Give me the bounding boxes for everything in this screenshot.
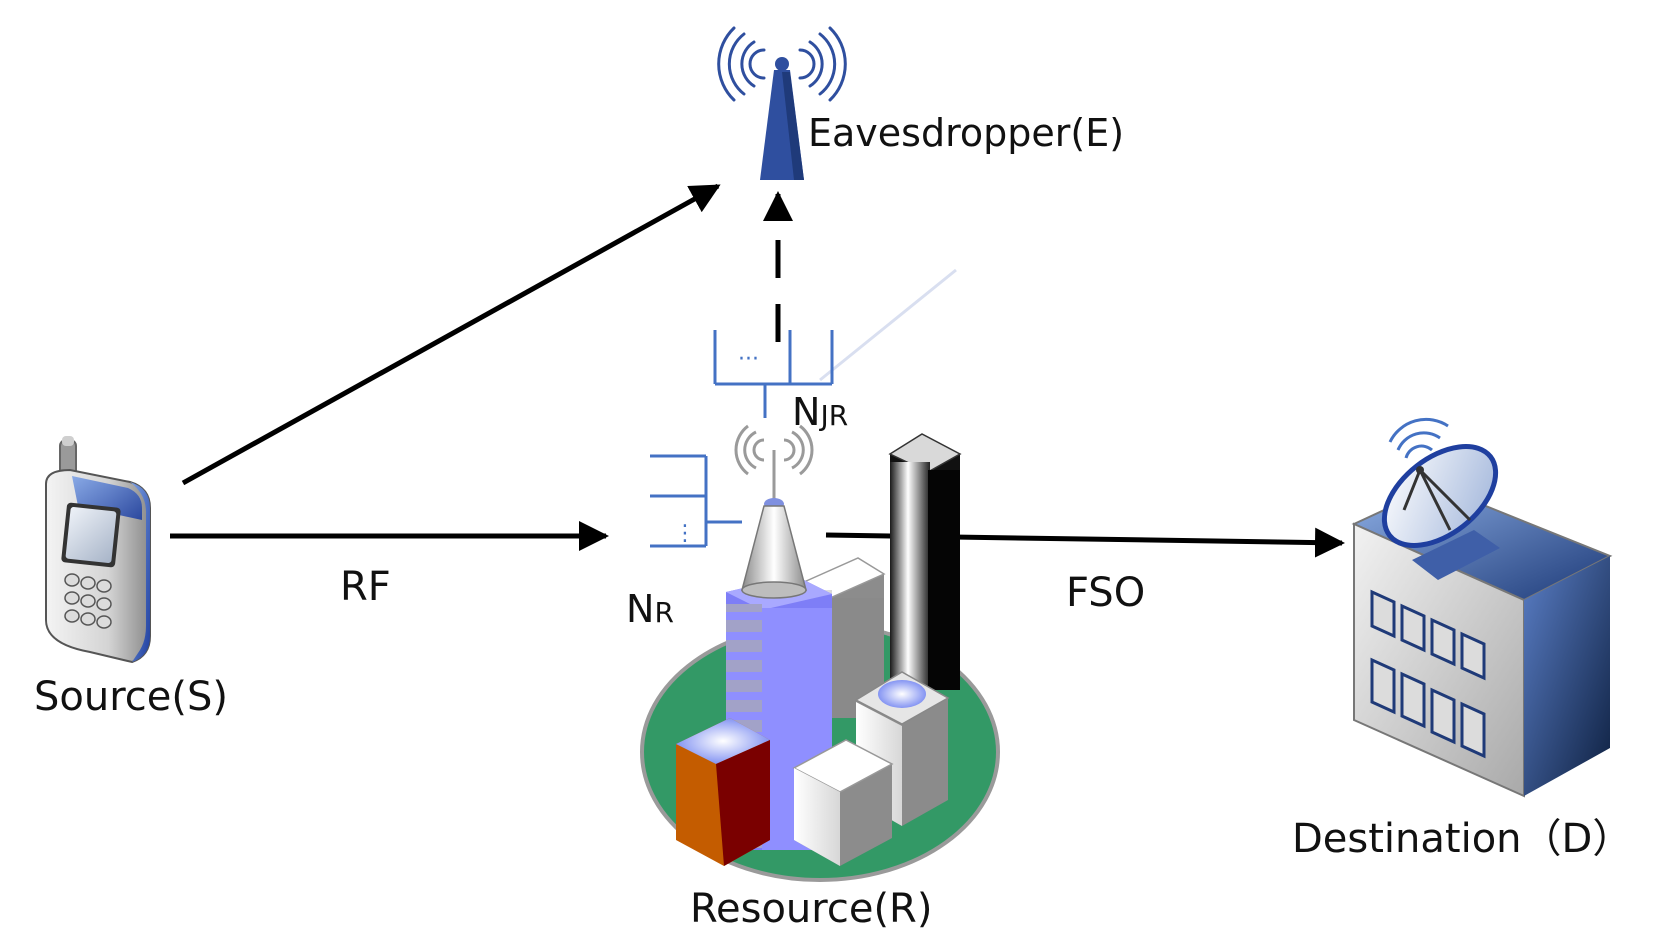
relay-label: Resource(R) [690,886,932,932]
eavesdropper-label: Eavesdropper(E) [808,111,1124,155]
source-label: Source(S) [34,674,228,720]
jamming-antenna-dots: ··· [738,347,759,372]
receive-antenna-dots: ⋮ [674,521,696,546]
relay-city-icon [640,424,1000,882]
jamming-antenna-array-icon [713,330,834,418]
destination-building-icon [1351,417,1613,798]
rf-link-label: RF [340,564,391,610]
destination-label: Destination（D） [1292,816,1632,862]
jamming-antenna-label: NJR [792,390,848,434]
receive-antenna-label: NR [626,587,674,631]
fso-link-label: FSO [1066,570,1145,616]
eavesdropper-tower-icon [717,26,847,180]
source-phone-icon [45,436,151,664]
light-ray-line [819,268,957,382]
source-to-eavesdropper-arrow [181,183,721,486]
receive-antenna-array-icon [650,454,742,548]
